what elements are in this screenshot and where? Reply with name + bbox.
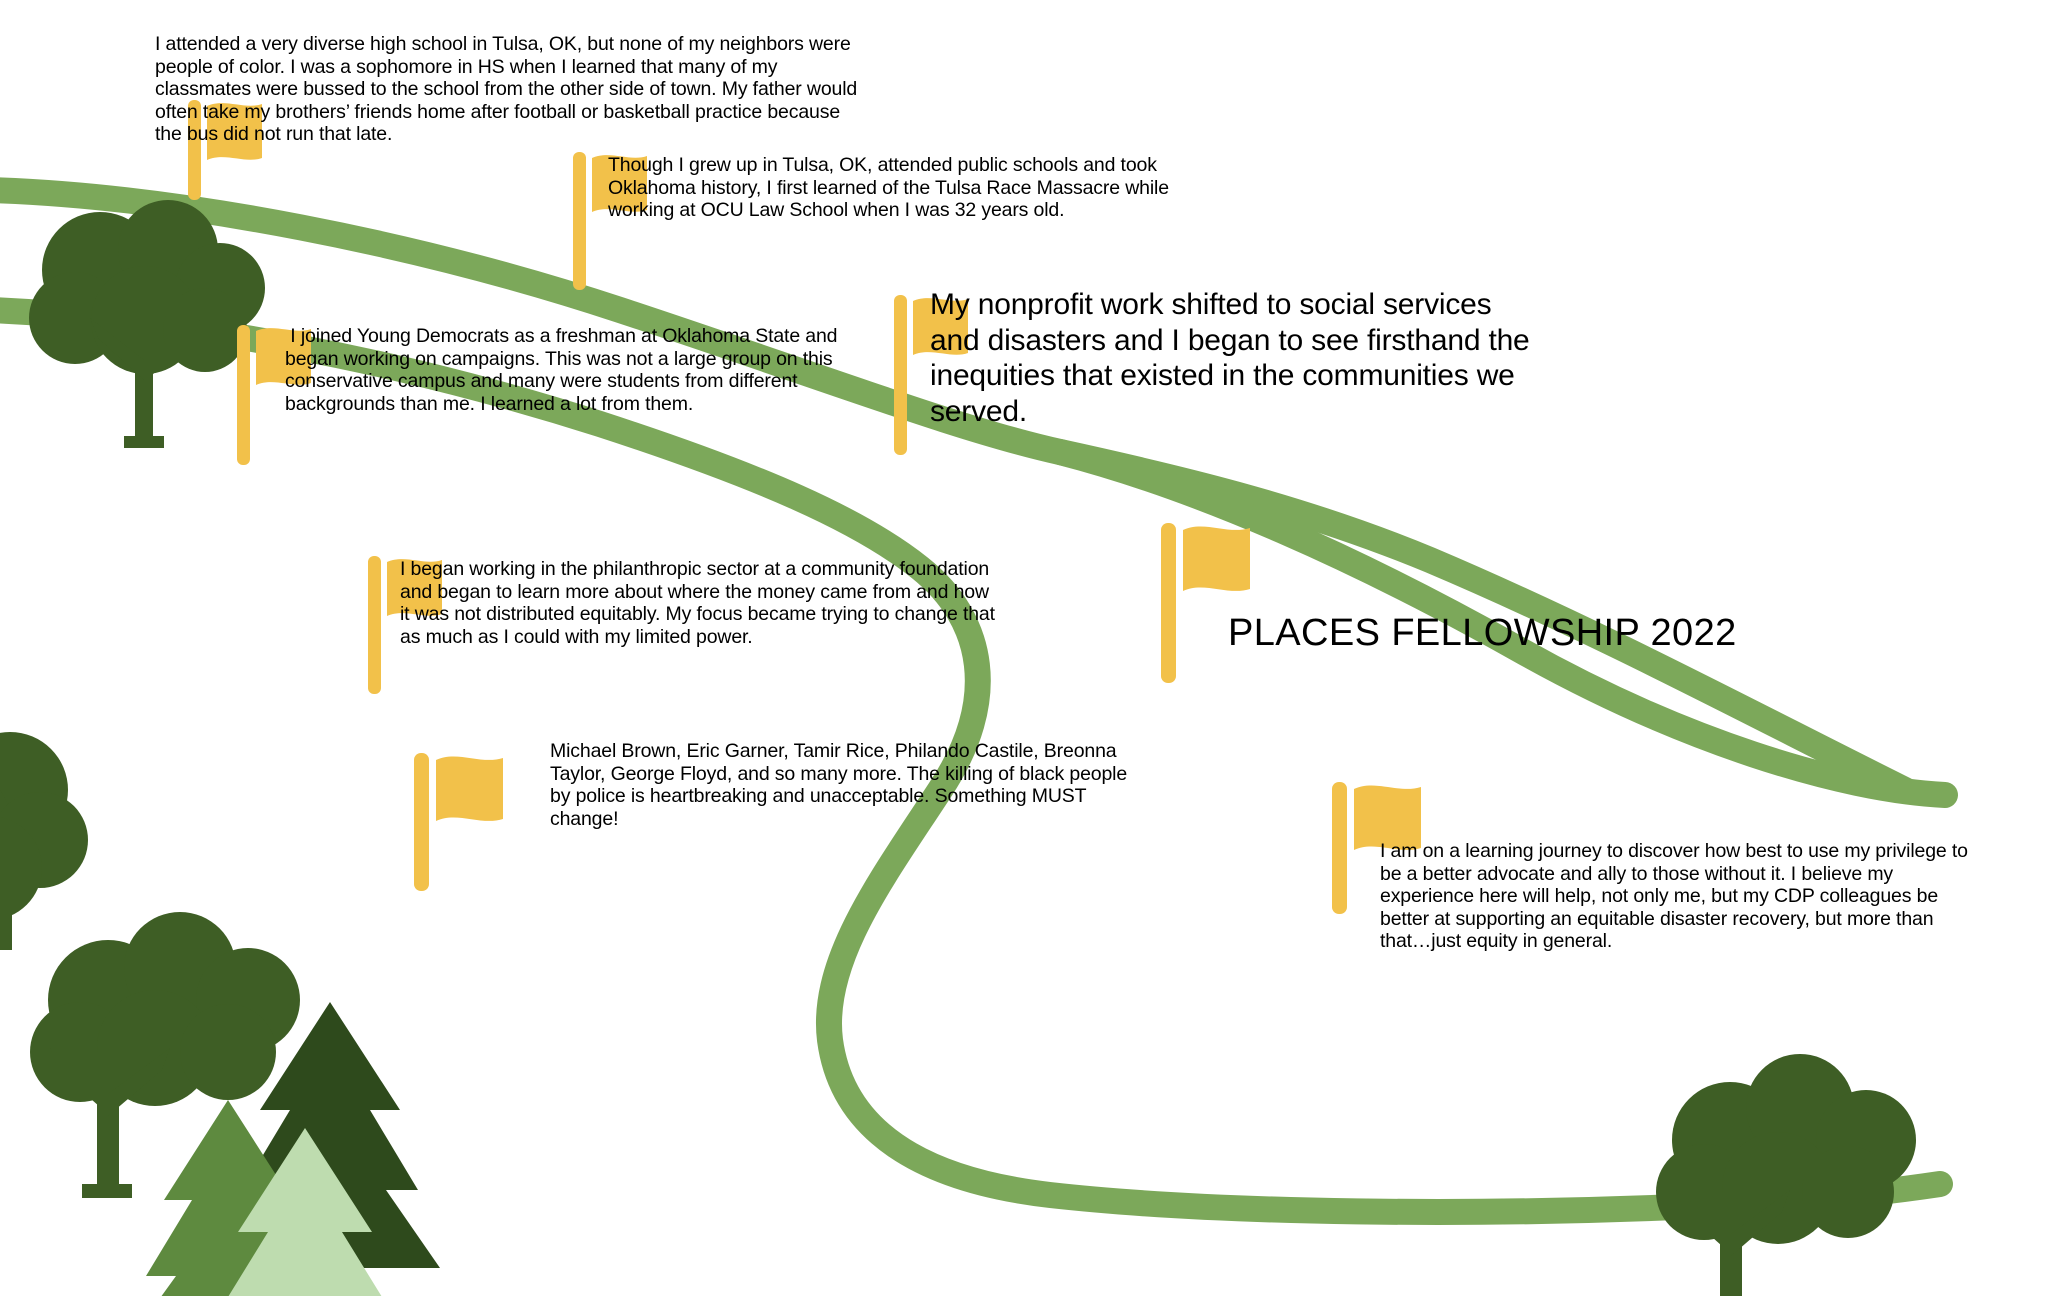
path-right-tail — [1047, 439, 1958, 808]
flag-marker-places-fellowship[interactable] — [1160, 523, 1272, 683]
flag-marker-young-democrats[interactable] — [236, 325, 331, 465]
flag-marker-nonprofit-social-services[interactable] — [893, 295, 988, 455]
milestone-note-young-democrats: I joined Young Democrats as a freshman a… — [285, 325, 843, 415]
milestone-note-philanthropic-sector: I began working in the philanthropic sec… — [400, 558, 1001, 648]
milestone-note-high-school-tulsa: I attended a very diverse high school in… — [155, 33, 863, 146]
milestone-note-police-violence: Michael Brown, Eric Garner, Tamir Rice, … — [550, 740, 1133, 830]
flag-marker-learning-journey[interactable] — [1331, 782, 1443, 914]
path-main-segment — [0, 297, 1953, 1225]
tree-deciduous-left-cropped — [0, 732, 88, 950]
flag-marker-philanthropic-sector[interactable] — [367, 556, 462, 694]
tree-deciduous-bottom-right — [1656, 1054, 1916, 1296]
flag-marker-tulsa-race-massacre[interactable] — [572, 152, 667, 290]
page-title: PLACES FELLOWSHIP 2022 — [1228, 612, 1737, 654]
path-upper-segment — [0, 177, 1918, 803]
tree-deciduous-lower-left — [30, 912, 300, 1198]
tree-pine-light — [228, 1128, 382, 1296]
milestone-note-tulsa-race-massacre: Though I grew up in Tulsa, OK, attended … — [608, 154, 1175, 222]
milestone-note-nonprofit-social-services: My nonprofit work shifted to social serv… — [930, 288, 1538, 429]
milestone-note-learning-journey: I am on a learning journey to discover h… — [1380, 840, 1974, 953]
flag-marker-police-violence[interactable] — [413, 753, 523, 891]
tree-deciduous-upper-left — [29, 200, 265, 448]
flag-marker-high-school-tulsa[interactable] — [187, 100, 282, 200]
